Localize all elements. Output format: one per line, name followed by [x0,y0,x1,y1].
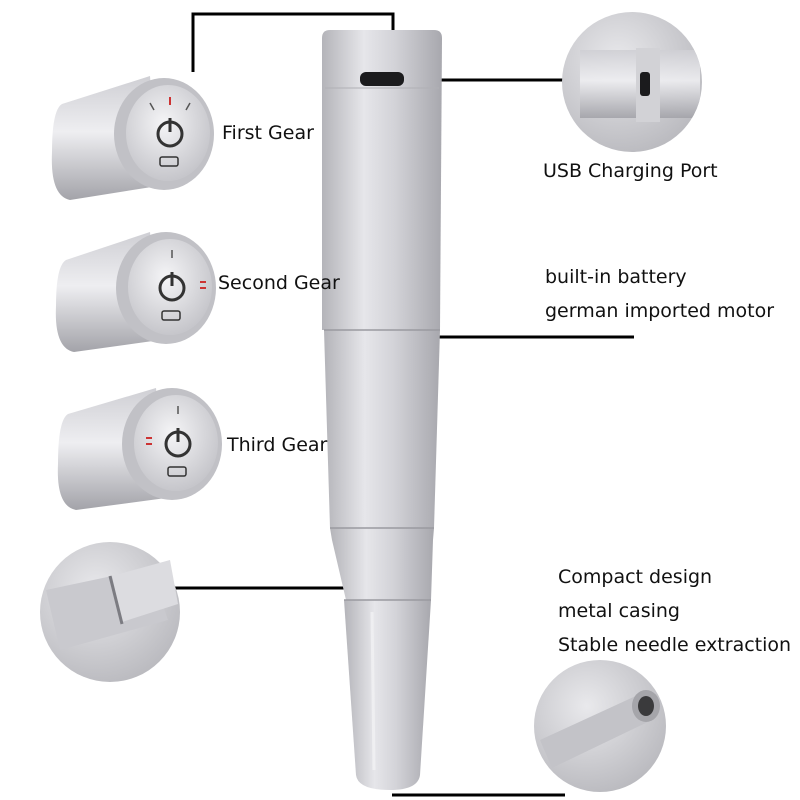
zoom-joint [40,542,180,682]
battery-label-line1: built-in battery [545,266,687,288]
battery-label-line2: german imported motor [545,300,775,322]
design-label-line2: metal casing [558,600,680,622]
design-label-line3: Stable needle extraction [558,634,792,656]
usb-port-slot [360,72,404,86]
third-gear-label: Third Gear [227,434,328,456]
second-gear-label: Second Gear [218,272,340,294]
usb-port-label: USB Charging Port [543,160,718,182]
gear-cap-second [55,232,216,352]
zoom-usb-port [562,12,702,152]
zoom-tip [534,660,666,792]
pen-body [322,30,442,790]
battery-icon [161,310,181,321]
design-label-line1: Compact design [558,566,713,588]
gear-cap-first [51,76,214,200]
battery-icon [159,156,179,167]
leader-first-gear [191,12,395,72]
battery-icon [167,466,187,477]
first-gear-label: First Gear [222,122,314,144]
gear-cap-third [57,388,222,510]
